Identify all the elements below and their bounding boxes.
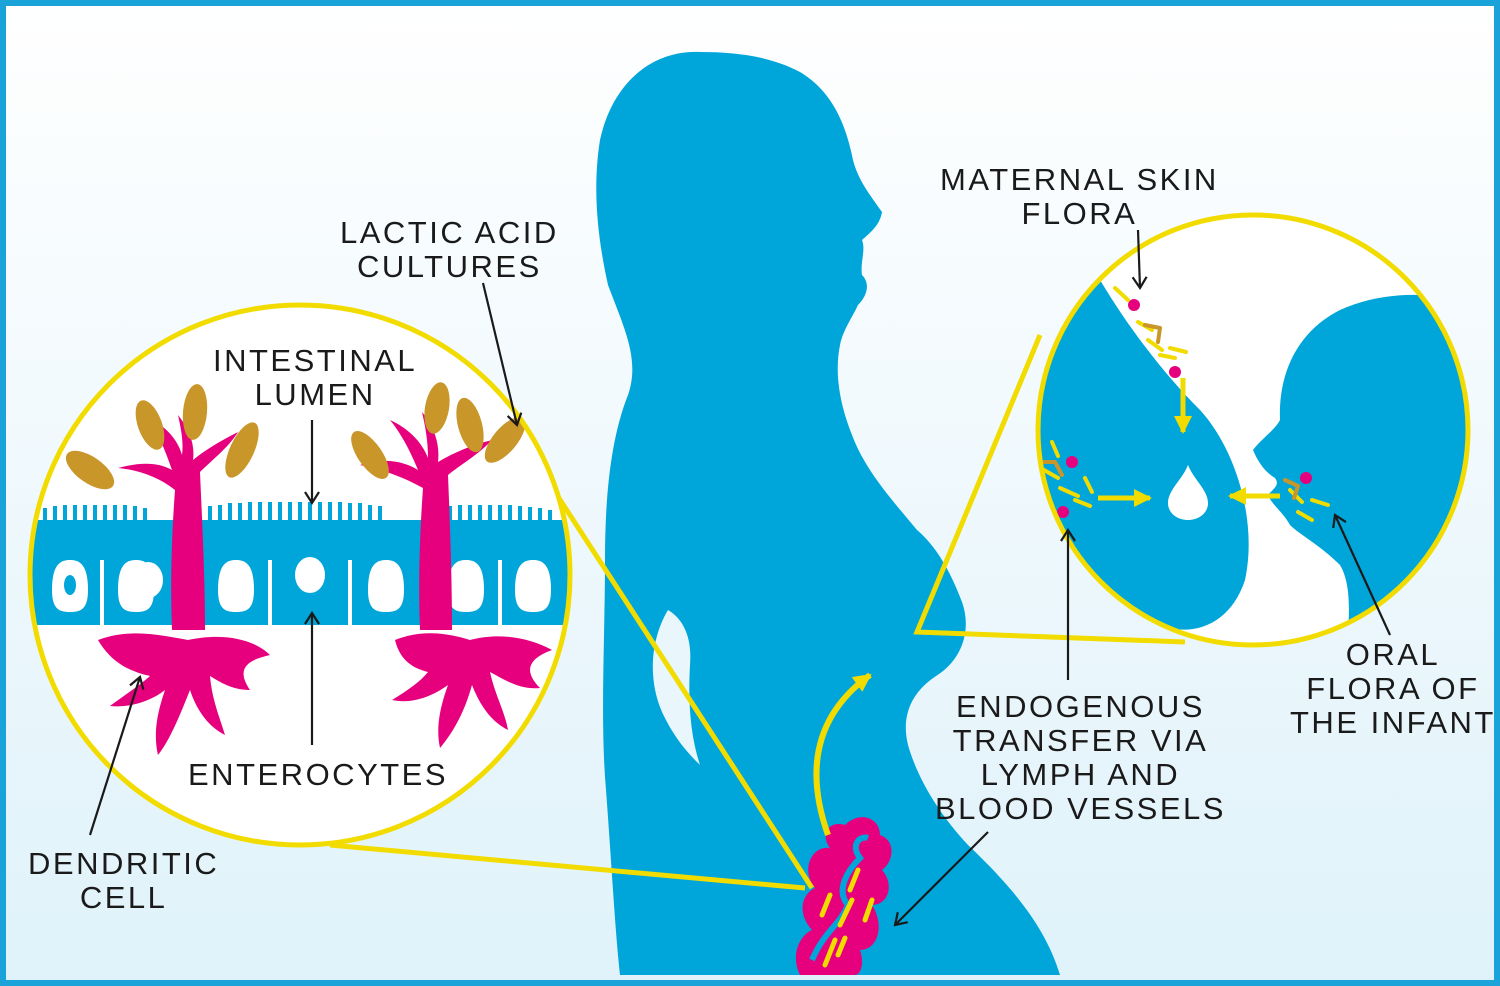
pointer-lactic-acid [481,282,523,427]
transfer-arrow [813,672,872,836]
breastfeeding-zoom-circle [1035,212,1471,648]
right-zoom-lines [913,334,1186,645]
pointer-oral-flora [1332,513,1391,636]
milk-drop [1168,465,1208,520]
lactic-acid-cultures [65,382,526,490]
mother-silhouette [596,51,1060,975]
skin-flora [1113,286,1188,378]
oral-flora [1283,472,1330,522]
pointer-maternal-skin [1131,229,1148,291]
intestine-zoom-circle [27,302,573,848]
pointer-intestine [893,831,989,927]
label-enterocytes: ENTEROCYTES [188,757,449,792]
pointer-dendritic-cell [88,675,145,836]
intestine [795,817,892,975]
arm-gap [652,610,700,765]
dendritic-cell-right [360,412,552,748]
dendritic-cell-left [98,415,270,755]
enterocyte-layer [30,502,570,625]
